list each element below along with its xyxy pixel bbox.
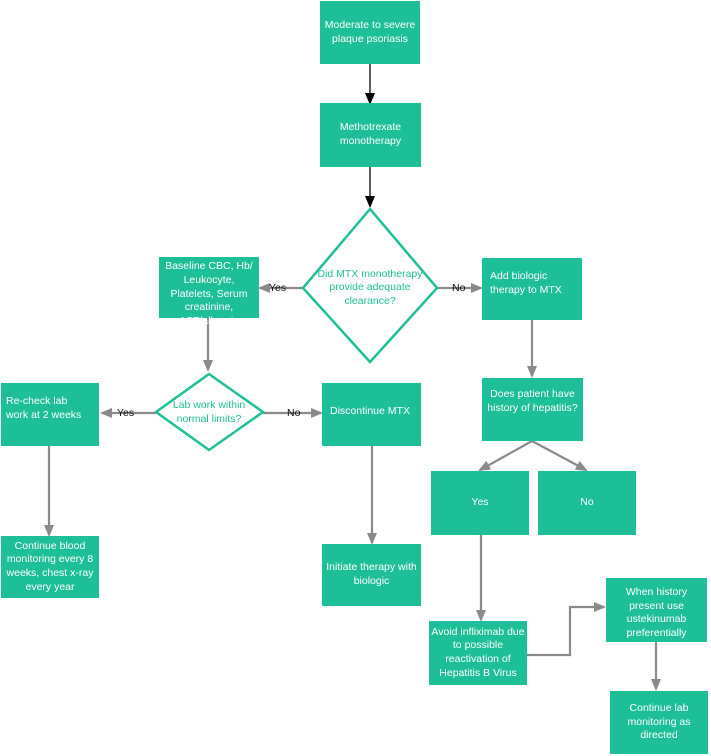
decision-clearance-diamond [301,207,439,364]
node-methotrexate: Methotrexate monotherapy [320,103,421,167]
node-hepatitis-no: No [538,471,636,535]
edge-label-lab-no: No [287,407,301,419]
node-continue-lab-monitoring: Continue lab monitoring as directed [610,691,708,754]
node-start: Moderate to severe plaque psoriasis [320,1,420,64]
node-hepatitis-question: Does patient have history of hepatitis? [482,378,583,441]
node-initiate-biologic: Initiate therapy with biologic [322,544,421,606]
decision-lab-diamond [153,372,266,452]
edge-label-lab-yes: Yes [117,407,135,419]
node-hepatitis-yes: Yes [431,471,529,535]
edge-label-clearance-no: No [452,282,466,294]
node-add-biologic: Add biologic therapy to MTX [482,258,582,320]
edge-avoid-to-ustekinumab [527,602,606,657]
node-ustekinumab: When history present use ustekinumab pre… [606,578,707,642]
edge-hepatitis-to-no [531,440,588,471]
decision-lab-text: Lab work within normal limits? [172,399,246,425]
edge-label-clearance-yes: Yes [269,282,287,294]
node-avoid-infliximab: Avoid infliximab due to possible reactiv… [429,621,527,685]
decision-clearance-text: Did MTX monotherapy provide adequate cle… [317,267,423,307]
node-discontinue-mtx: Discontinue MTX [322,383,421,446]
node-recheck-lab: Re-check lab work at 2 weeks [1,383,99,446]
edge-hepatitis-to-yes [478,440,533,471]
node-continue-blood-monitoring: Continue blood monitoring every 8 weeks,… [1,536,99,598]
node-basic-lab: Basic Lab work: Baseline CBC, Hb/ Leukoc… [159,247,259,327]
